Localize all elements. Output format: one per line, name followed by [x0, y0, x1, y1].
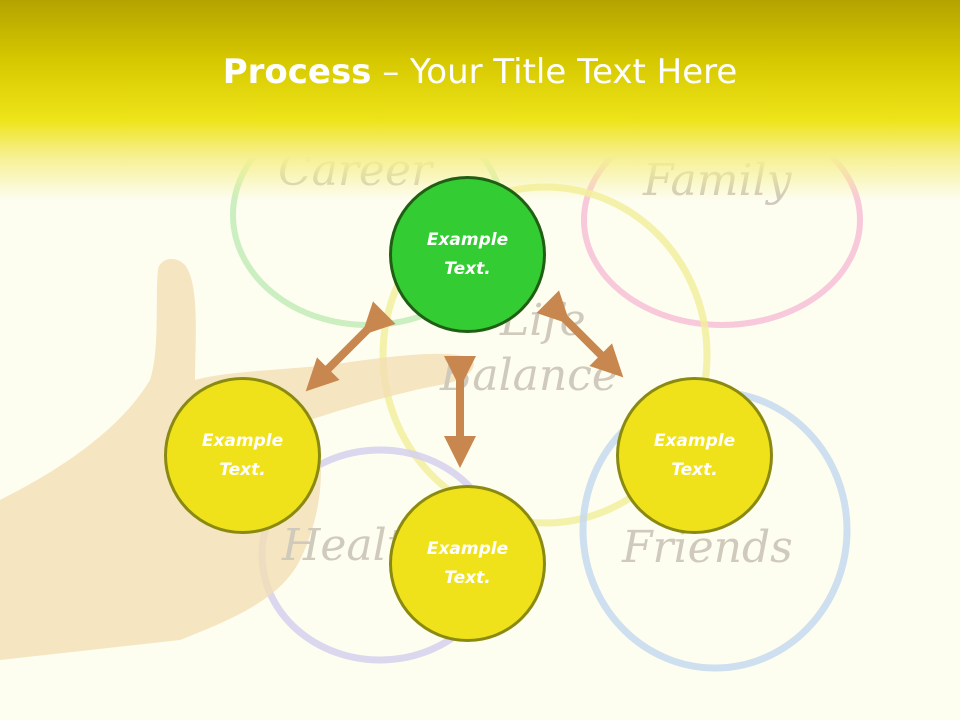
node-top[interactable]: Example Text. [389, 176, 546, 333]
node-bottom[interactable]: Example Text. [389, 485, 546, 642]
header-band [0, 0, 960, 200]
node-top-label: Example Text. [426, 229, 509, 279]
node-right-label: Example Text. [653, 430, 736, 480]
node-bottom-label: Example Text. [426, 538, 509, 588]
node-right[interactable]: Example Text. [616, 377, 773, 534]
arrow-top-right [536, 290, 624, 378]
node-left-label: Example Text. [201, 430, 284, 480]
title-rest: – Your Title Text Here [371, 52, 738, 92]
title-bold: Process [222, 52, 372, 92]
arrow-top-left [305, 301, 396, 392]
slide-title: Process – Your Title Text Here [0, 52, 960, 92]
node-left[interactable]: Example Text. [164, 377, 321, 534]
